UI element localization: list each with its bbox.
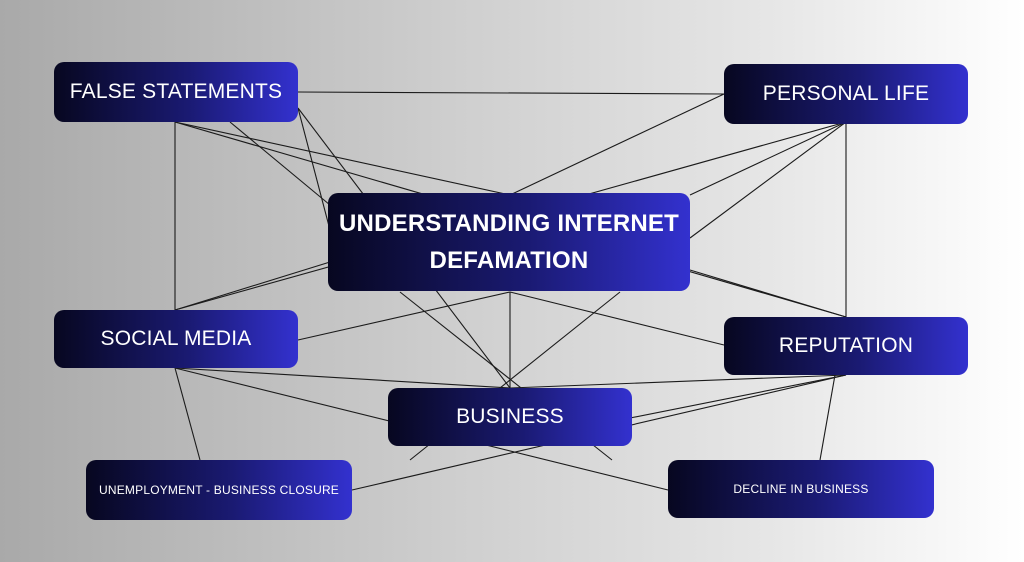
node-central-topic: UNDERSTANDING INTERNET DEFAMATION <box>328 193 690 291</box>
central-topic-line2: DEFAMATION <box>429 247 589 274</box>
node-business-label: BUSINESS <box>456 405 564 428</box>
node-decline-label: DECLINE IN BUSINESS <box>733 482 869 496</box>
node-personal-life: PERSONAL LIFE <box>724 64 968 124</box>
node-social-media: SOCIAL MEDIA <box>54 310 298 368</box>
node-decline-in-business: DECLINE IN BUSINESS <box>668 460 934 518</box>
node-business: BUSINESS <box>388 388 632 446</box>
node-false-statements: FALSE STATEMENTS <box>54 62 298 122</box>
node-social-media-label: SOCIAL MEDIA <box>100 327 252 350</box>
node-reputation-label: REPUTATION <box>778 334 914 357</box>
node-unemployment-business-closure: UNEMPLOYMENT - BUSINESS CLOSURE <box>86 460 352 520</box>
node-unemployment-label: UNEMPLOYMENT - BUSINESS CLOSURE <box>98 483 340 497</box>
node-reputation: REPUTATION <box>724 317 968 375</box>
node-false-statements-label: FALSE STATEMENTS <box>69 80 283 103</box>
central-topic-line1: UNDERSTANDING INTERNET <box>339 209 679 237</box>
node-personal-life-label: PERSONAL LIFE <box>762 82 930 105</box>
